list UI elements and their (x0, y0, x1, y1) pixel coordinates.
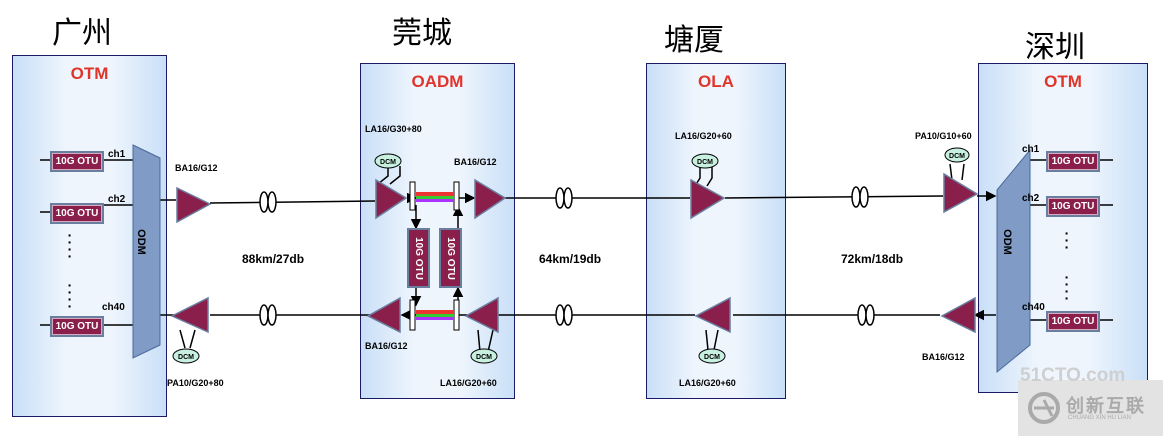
city-shenzhen: 深圳 (1025, 30, 1085, 65)
otu-right-ch40: 10G OTU (1046, 311, 1100, 332)
ellipsis-dots: ··· (1064, 225, 1070, 255)
site-title: OADM (411, 72, 464, 91)
channel-label: ch40 (102, 302, 125, 313)
amp-label: BA16/G12 (922, 352, 965, 362)
site-title: OTM (70, 64, 109, 83)
span-distance: 88km/27db (242, 252, 305, 266)
amp-label: LA16/G20+60 (679, 378, 736, 388)
channel-label: ch1 (108, 149, 126, 160)
amp-label: LA16/G30+80 (365, 124, 422, 134)
channel-label: ch2 (1022, 193, 1040, 204)
ellipsis-dots: ···· (67, 227, 73, 264)
brand-logo-icon (1028, 392, 1060, 424)
otu-right-ch1: 10G OTU (1046, 151, 1100, 172)
dcm-label: DCM (380, 159, 396, 166)
city-guangzhou: 广州 (52, 16, 112, 51)
brand-watermark: 创新互联 CHUANG XIN HU LIAN (1018, 380, 1163, 436)
odm-right (996, 148, 1031, 374)
span-distance: 72km/18db (841, 252, 904, 266)
dcm-label: DCM (704, 354, 720, 361)
channel-label: ch2 (108, 194, 126, 205)
city-dongguan: 莞城 (392, 16, 452, 51)
channel-label: ch40 (1022, 302, 1045, 313)
amp-label: PA10/G10+60 (915, 131, 972, 141)
otu-right-ch2: 10G OTU (1046, 196, 1100, 217)
span-distance: 64km/19db (539, 252, 602, 266)
dcm-label: DCM (697, 159, 713, 166)
otu-oadm-drop: 10G OTU (407, 228, 430, 288)
site-watermark: 51CTO.com (1020, 365, 1126, 386)
city-tangxia: 塘厦 (664, 23, 724, 58)
otu-left-ch1: 10G OTU (50, 151, 104, 172)
site-title: OLA (698, 72, 734, 91)
ellipsis-dots: ···· (1064, 269, 1070, 306)
dcm-label: DCM (476, 354, 492, 361)
dcm-label: DCM (178, 354, 194, 361)
site-oadm: OADM (360, 63, 515, 399)
amp-label: LA16/G20+60 (440, 378, 497, 388)
amp-label: LA16/G20+60 (675, 131, 732, 141)
amp-label: PA10/G20+80 (167, 378, 224, 388)
ellipsis-dots: ···· (67, 277, 73, 314)
otu-left-ch40: 10G OTU (50, 316, 104, 337)
brand-name-en: CHUANG XIN HU LIAN (1068, 415, 1132, 421)
odm-right-label: ODM (1000, 229, 1013, 255)
odm-left (132, 144, 161, 359)
site-title: OTM (1044, 72, 1082, 91)
otu-oadm-add: 10G OTU (439, 228, 462, 288)
otu-left-ch2: 10G OTU (50, 203, 104, 224)
amp-label: BA16/G12 (454, 157, 497, 167)
amp-label: BA16/G12 (365, 341, 408, 351)
amp-label: BA16/G12 (175, 163, 218, 173)
channel-label: ch1 (1022, 144, 1040, 155)
dcm-label: DCM (949, 153, 965, 160)
brand-name: 创新互联 (1066, 396, 1146, 416)
odm-left-label: ODM (134, 229, 147, 255)
